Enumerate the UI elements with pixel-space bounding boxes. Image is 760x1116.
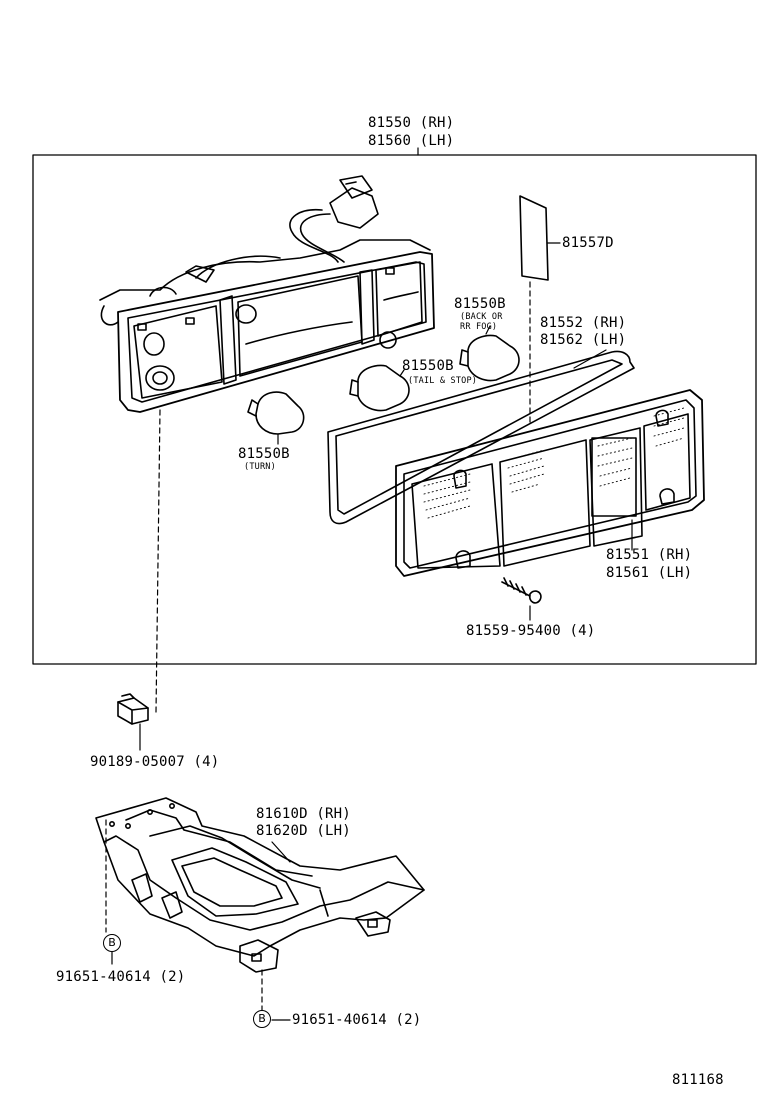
bulb-turn	[247, 391, 305, 445]
alignment-lines	[105, 281, 531, 1011]
nut-clip	[117, 693, 149, 751]
label-bracket-lh: 81620D (LH)	[256, 823, 351, 839]
label-bulb-back: 81550B	[454, 296, 506, 312]
lens-gasket	[327, 349, 635, 525]
label-bulb-back-note1: (BACK OR	[460, 312, 503, 322]
reflector-plate	[519, 195, 561, 281]
screw	[501, 577, 542, 621]
label-gasket-lh: 81562 (LH)	[540, 332, 627, 348]
label-bracket-rh: 81610D (RH)	[256, 806, 351, 822]
lamp-housing	[99, 175, 435, 413]
ref-b-bottom: B	[253, 1010, 271, 1028]
label-gasket-rh: 81552 (RH)	[540, 315, 627, 331]
label-screw: 81559-95400 (4)	[466, 623, 596, 639]
label-bulb-turn-note: (TURN)	[244, 462, 276, 472]
bulb-back	[459, 325, 520, 382]
label-bulb-tail-note: (TAIL & STOP)	[408, 376, 478, 386]
label-nut: 90189-05007 (4)	[90, 754, 220, 770]
mounting-bracket	[95, 797, 425, 973]
label-bulb-turn: 81550B	[238, 446, 290, 462]
ref-b-left: B	[103, 934, 121, 952]
label-bulb-back-note2: RR FOG)	[460, 322, 498, 332]
assembly-frame	[32, 154, 757, 665]
label-bulb-tail: 81550B	[402, 358, 454, 374]
label-assembly-lh: 81560 (LH)	[368, 133, 455, 149]
label-clip-left: 91651-40614 (2)	[56, 969, 186, 985]
rear-lens	[395, 389, 705, 577]
drawing-number: 811168	[672, 1072, 724, 1088]
bulb-tail	[349, 364, 410, 412]
label-assembly-rh: 81550 (RH)	[368, 115, 455, 131]
label-lens-rh: 81551 (RH)	[606, 547, 693, 563]
label-plate: 81557D	[562, 235, 614, 251]
label-lens-lh: 81561 (LH)	[606, 565, 693, 581]
label-clip-bottom: 91651-40614 (2)	[292, 1012, 422, 1028]
